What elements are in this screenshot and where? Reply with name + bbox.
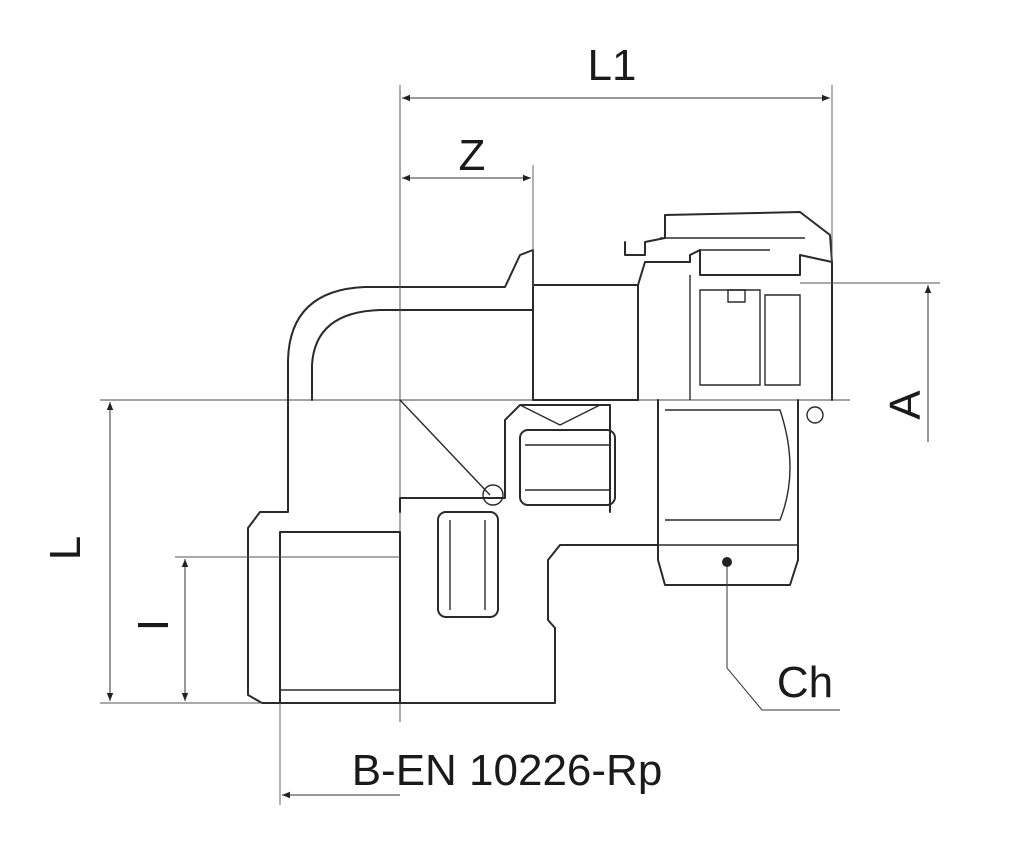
ch-label: Ch	[777, 658, 833, 707]
dimension-a: A	[800, 282, 940, 442]
dimension-z: Z	[402, 131, 534, 287]
center-lines	[100, 90, 850, 722]
thread-standard-label: B-EN 10226-Rp	[352, 746, 663, 795]
grip-tooth	[727, 289, 746, 303]
z-label: Z	[459, 131, 486, 180]
body-hex	[532, 284, 639, 401]
socket-outer	[247, 399, 659, 704]
elbow-outer-contour	[287, 249, 534, 401]
dimension-l: L	[41, 402, 262, 704]
section-diagonal	[399, 399, 491, 496]
ch-marker-dot	[722, 557, 732, 567]
nut-lower-inner	[665, 409, 791, 521]
bore-intersection-circle	[482, 484, 504, 506]
ch-leader-line	[726, 567, 840, 711]
l-label: L	[41, 536, 90, 560]
fitting-exterior	[287, 211, 833, 401]
threaded-socket	[279, 531, 401, 704]
leader-thread: B-EN 10226-Rp	[279, 703, 663, 805]
interior-bore	[399, 404, 611, 513]
inner-pipe-vertical	[437, 511, 499, 618]
inner-pipe-horizontal	[519, 429, 616, 506]
a-label: A	[881, 390, 930, 420]
dimension-l1: L1	[399, 41, 833, 400]
grip-ring	[699, 289, 761, 386]
logo-mark	[806, 406, 824, 424]
grip-ring-2	[764, 294, 801, 386]
fitting-section	[247, 399, 824, 704]
nut-upper	[637, 249, 833, 401]
l1-label: L1	[588, 41, 637, 90]
i-label: I	[129, 619, 178, 631]
seal-chevron	[519, 404, 601, 426]
dimension-i: I	[129, 556, 400, 701]
leader-ch: Ch	[726, 567, 840, 711]
elbow-inner-contour	[311, 309, 534, 401]
